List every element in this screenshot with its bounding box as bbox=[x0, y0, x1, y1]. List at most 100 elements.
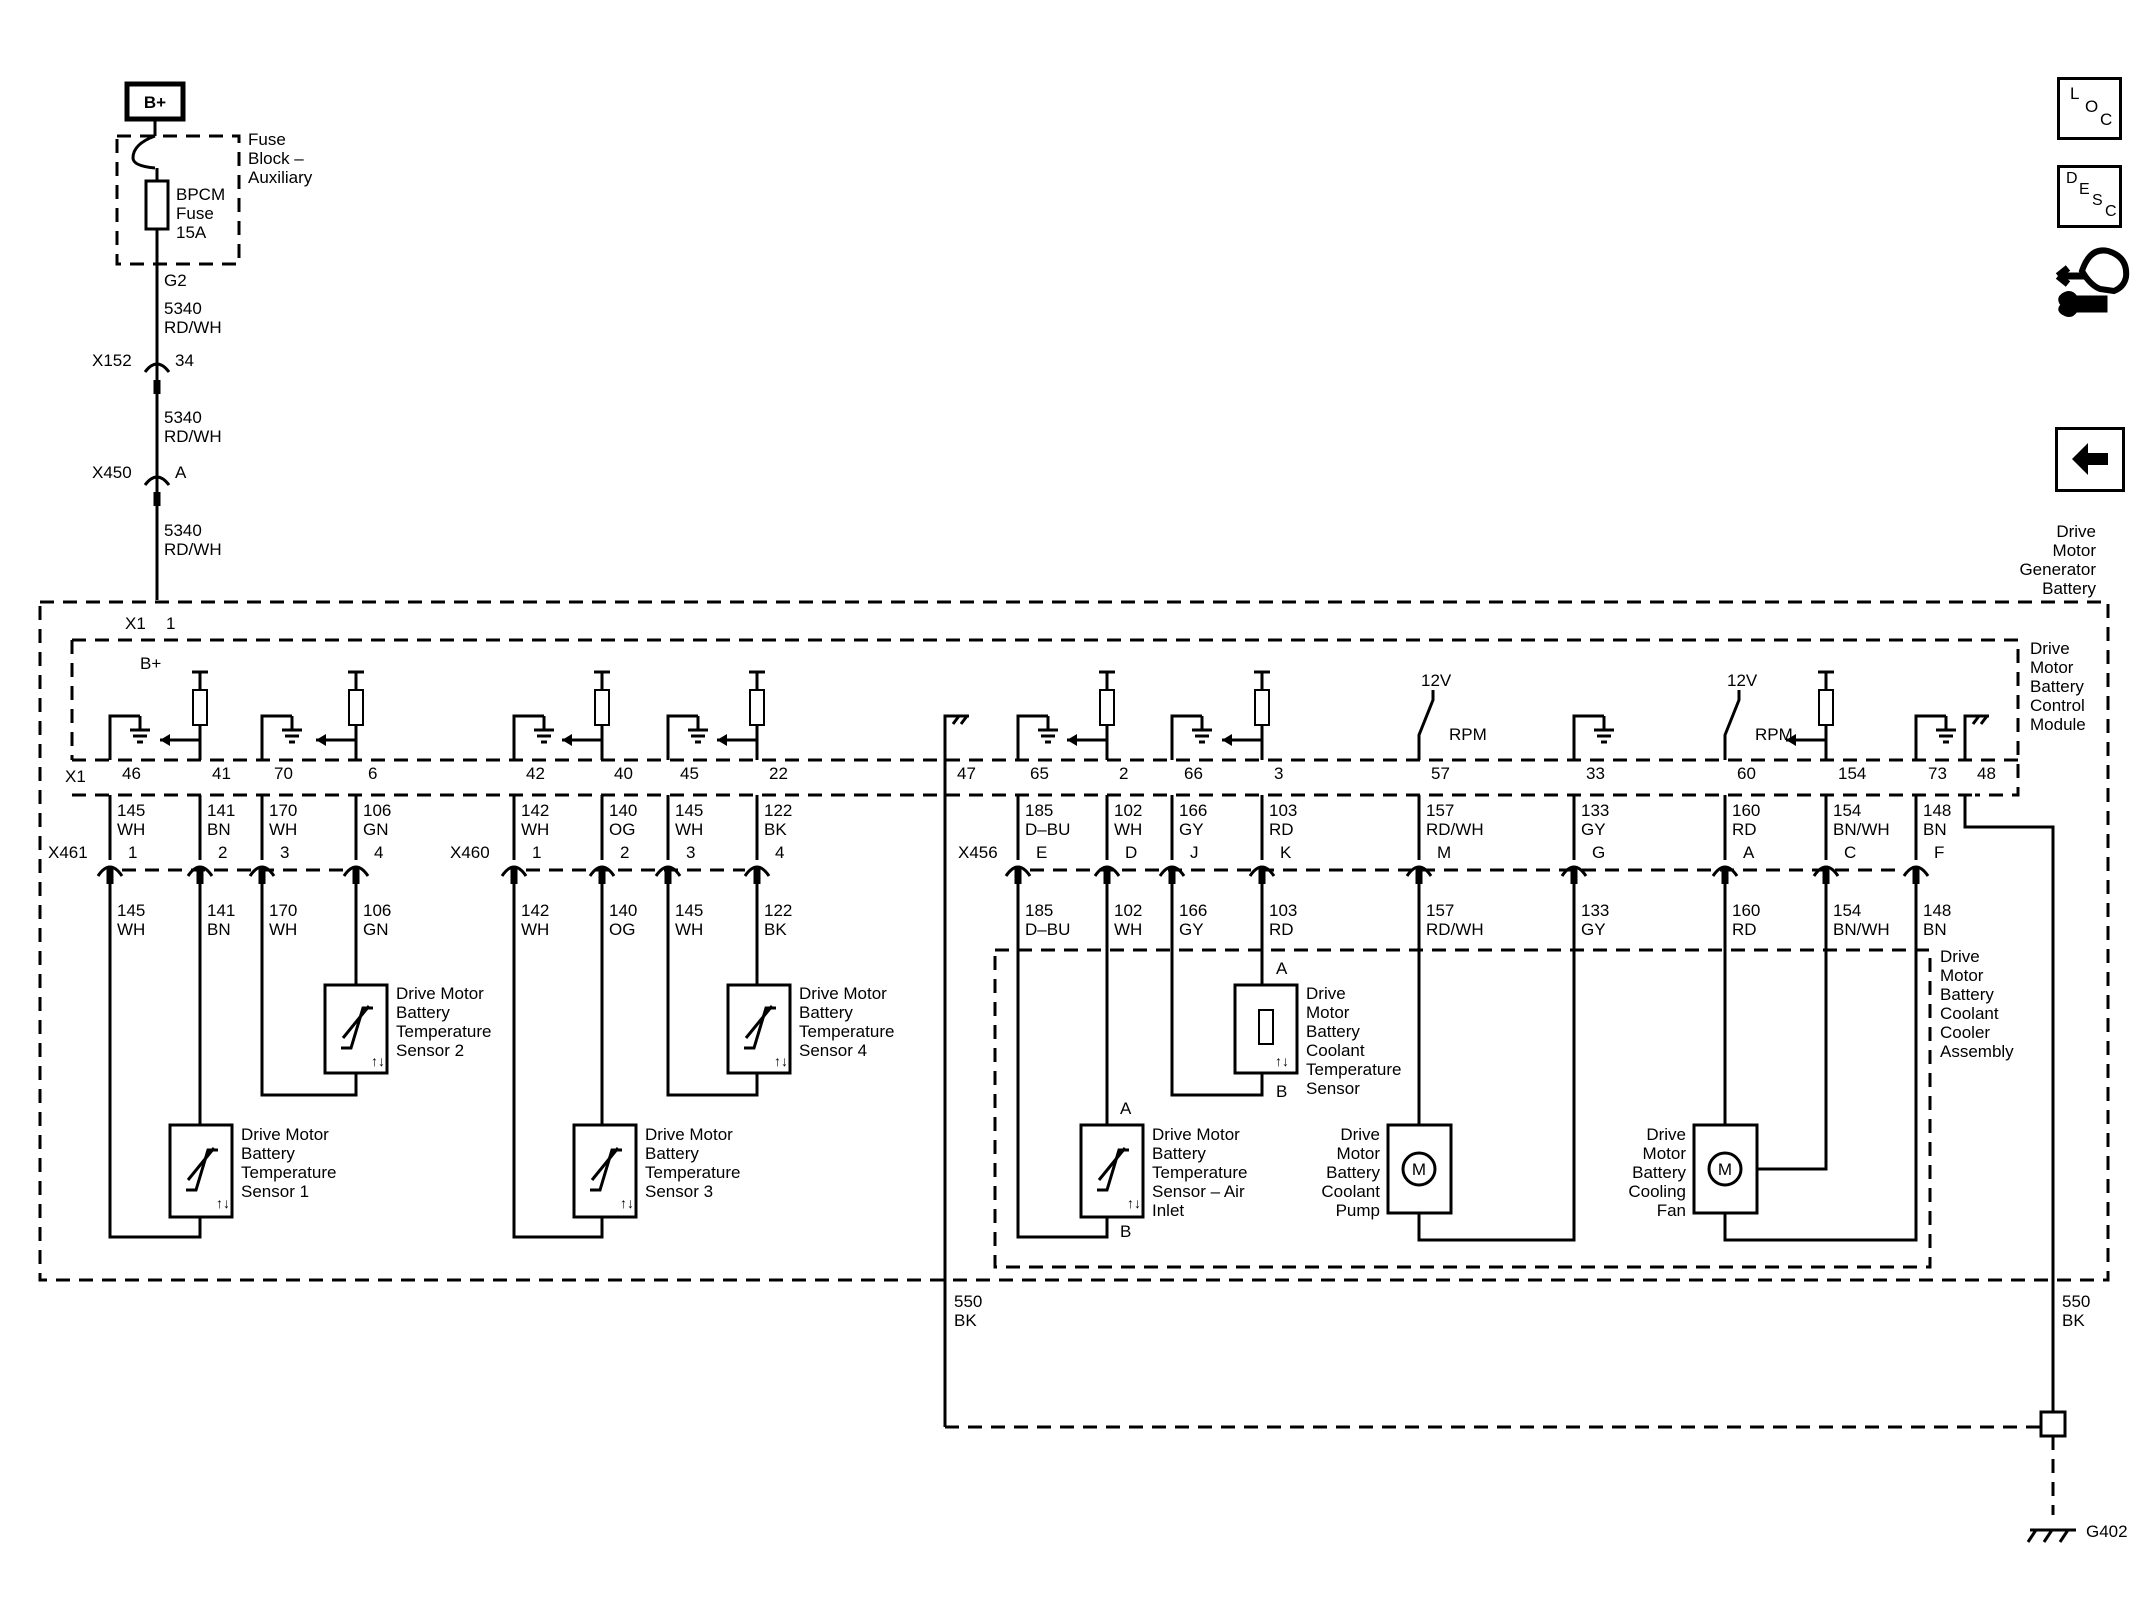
wire-color: WH bbox=[1114, 920, 1142, 939]
module-pin: 41 bbox=[160, 670, 231, 783]
pin-number: 154 bbox=[1838, 764, 1866, 783]
svg-text:Coolant: Coolant bbox=[1306, 1041, 1365, 1060]
wire-circuit: 185 bbox=[1025, 901, 1053, 920]
wire-circuit: 140 bbox=[609, 901, 637, 920]
pin-number: 6 bbox=[368, 764, 377, 783]
wire-color: WH bbox=[521, 820, 549, 839]
connector-pin: M bbox=[1437, 843, 1451, 862]
module-pin: 33 bbox=[1572, 714, 1614, 783]
svg-text:Battery: Battery bbox=[645, 1144, 699, 1163]
svg-text:Pump: Pump bbox=[1336, 1201, 1380, 1220]
svg-text:B: B bbox=[1276, 1082, 1287, 1101]
fuse-block-label: Fuse bbox=[248, 130, 286, 149]
connector-pin: 4 bbox=[775, 843, 784, 862]
motor-icon bbox=[1401, 1151, 1437, 1187]
resistor-icon bbox=[1099, 689, 1115, 726]
svg-text:Motor: Motor bbox=[1940, 966, 1984, 985]
connector-pin: F bbox=[1934, 843, 1944, 862]
air-inlet-temperature-sensor: ↑↓ A B Drive Motor Battery Temperature S… bbox=[1079, 1099, 1247, 1241]
svg-text:Battery: Battery bbox=[1306, 1022, 1360, 1041]
svg-text:Temperature: Temperature bbox=[241, 1163, 336, 1182]
wire-circuit: 148 bbox=[1923, 901, 1951, 920]
wire-color: GY bbox=[1581, 920, 1606, 939]
module-pin: 73 bbox=[1914, 714, 1956, 783]
temperature-sensor-1: ↑↓ Drive Motor Battery Temperature Senso… bbox=[168, 1123, 336, 1219]
ground-symbol-icon bbox=[260, 714, 302, 760]
connector-pin: 34 bbox=[175, 351, 194, 370]
desc-button[interactable]: D E S C bbox=[2057, 165, 2122, 228]
arrow-icon bbox=[562, 734, 572, 746]
module-pin: 2 bbox=[1067, 670, 1128, 783]
connector-pin: 2 bbox=[218, 843, 227, 862]
resistor-icon bbox=[749, 689, 765, 726]
ground-icon bbox=[2026, 1528, 2076, 1543]
svg-text:Battery: Battery bbox=[2042, 579, 2096, 598]
svg-text:Drive: Drive bbox=[1340, 1125, 1380, 1144]
back-button[interactable] bbox=[2055, 427, 2125, 492]
wire-circuit: 550 bbox=[2062, 1292, 2090, 1311]
wire-color: D–BU bbox=[1025, 820, 1070, 839]
wire-color: RD/WH bbox=[1426, 920, 1484, 939]
svg-text:Sensor – Air: Sensor – Air bbox=[1152, 1182, 1245, 1201]
loc-button[interactable]: L O C bbox=[2057, 77, 2122, 140]
wire-circuit: 133 bbox=[1581, 901, 1609, 920]
pin-number: 40 bbox=[614, 764, 633, 783]
wire-color: WH bbox=[117, 820, 145, 839]
wire-circuit: 102 bbox=[1114, 901, 1142, 920]
control-module-border bbox=[70, 638, 2020, 797]
connector-name: X461 bbox=[48, 843, 88, 862]
wire-color: D–BU bbox=[1025, 920, 1070, 939]
module-pin: 3 bbox=[1222, 670, 1283, 783]
wire-circuit: 141 bbox=[207, 801, 235, 820]
ground-circuit: G402 550 BK 550 BK bbox=[943, 715, 2128, 1543]
wire-circuit: 157 bbox=[1426, 901, 1454, 920]
ground-name: G402 bbox=[2086, 1522, 2128, 1541]
hand-wrench-icon[interactable] bbox=[2052, 243, 2132, 323]
module-pin: 42 bbox=[512, 714, 554, 783]
ground-symbol-icon bbox=[108, 714, 150, 760]
wire-color: WH bbox=[269, 820, 297, 839]
power-source: B+ bbox=[124, 81, 186, 122]
svg-text:Coolant: Coolant bbox=[1321, 1182, 1380, 1201]
pin-number: 46 bbox=[122, 764, 141, 783]
loc-letter: C bbox=[2100, 110, 2113, 129]
wire-color: BK bbox=[2062, 1311, 2085, 1330]
connector-pin: 3 bbox=[686, 843, 695, 862]
splice-icon bbox=[2039, 1410, 2067, 1438]
wire-circuit: 145 bbox=[675, 801, 703, 820]
ground-symbol-icon bbox=[1016, 714, 1058, 760]
svg-text:Drive: Drive bbox=[1940, 947, 1980, 966]
wire-circuit: 106 bbox=[363, 801, 391, 820]
fuse-label: Fuse bbox=[176, 204, 214, 223]
svg-text:Sensor 3: Sensor 3 bbox=[645, 1182, 713, 1201]
feed-wire: 5340 RD/WH X152 34 5340 RD/WH X450 A 534… bbox=[92, 264, 222, 600]
wire-color: BN bbox=[1923, 920, 1947, 939]
wire-color: RD/WH bbox=[1426, 820, 1484, 839]
ground-symbol-icon bbox=[1170, 714, 1212, 760]
wire-circuit: 103 bbox=[1269, 801, 1297, 820]
wire-circuit: 145 bbox=[675, 901, 703, 920]
temperature-sensor-4: ↑↓ Drive Motor Battery Temperature Senso… bbox=[726, 983, 894, 1075]
wire-circuit: 154 bbox=[1833, 901, 1861, 920]
wire-circuit: 170 bbox=[269, 801, 297, 820]
wire-color: BN bbox=[207, 920, 231, 939]
fuse-block: Fuse Block – Auxiliary BPCM Fuse 15A G2 bbox=[115, 119, 313, 290]
connector-pin: K bbox=[1280, 843, 1292, 862]
ground-symbol-icon bbox=[666, 714, 708, 760]
svg-text:↑↓: ↑↓ bbox=[371, 1053, 385, 1069]
svg-text:Coolant: Coolant bbox=[1940, 1004, 1999, 1023]
svg-text:Drive: Drive bbox=[2030, 639, 2070, 658]
wire-color: RD bbox=[1732, 820, 1757, 839]
chassis-ground-icon bbox=[1963, 714, 1989, 760]
